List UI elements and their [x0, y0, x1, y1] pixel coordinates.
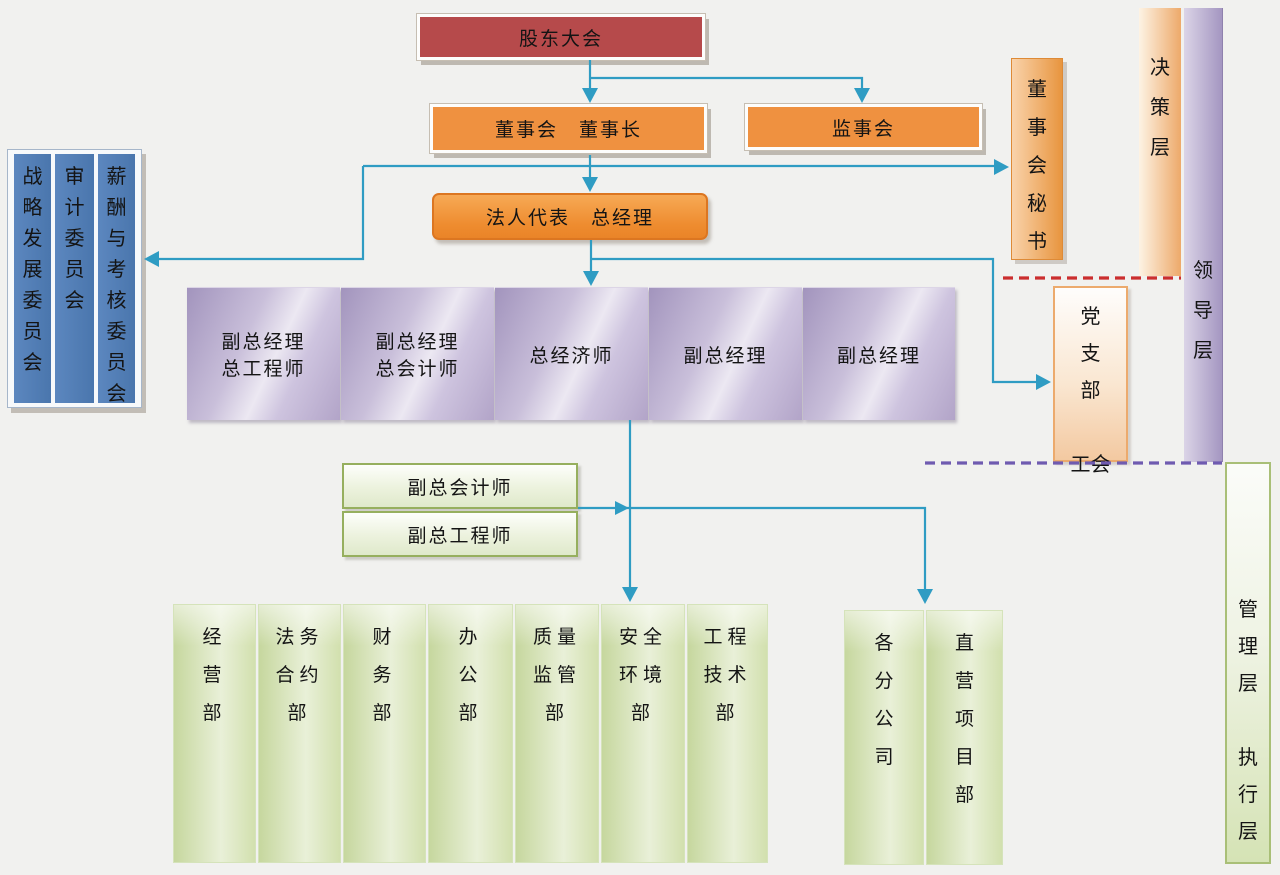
line-to-supervisory [590, 76, 864, 90]
layer-decision: 决 策 层 [1139, 8, 1181, 276]
line-deputies-to-branches [578, 506, 927, 591]
node-dept-legal-contracts: 法务 合约 部 [258, 604, 341, 863]
node-dept-engineering-technology: 工程 技术 部 [687, 604, 768, 863]
node-legal-rep-general-manager: 法人代表 总经理 [432, 193, 708, 240]
node-deputy-gm-chief-accountant: 副总经理 总会计师 [341, 287, 494, 420]
line-to-committees [157, 166, 365, 261]
arrow-down-board [582, 88, 598, 103]
arrow-down-branches [917, 589, 933, 604]
node-dept-safety-environment: 安全 环境 部 [601, 604, 685, 863]
node-shareholders-meeting: 股东大会 [416, 13, 706, 61]
node-deputy-gm-chief-engineer: 副总经理 总工程师 [187, 287, 340, 420]
node-dept-quality-supervision: 质量 监管 部 [515, 604, 599, 863]
arrow-down-executives [583, 271, 599, 286]
arrow-down-gm [582, 177, 598, 192]
arrow-right-junction [615, 501, 629, 515]
node-deputy-general-manager-1: 副总经理 [649, 287, 802, 420]
node-dept-operations: 经 营 部 [173, 604, 256, 863]
node-dept-finance: 财 务 部 [343, 604, 426, 863]
arrow-down-supervisory [854, 88, 870, 103]
node-party-branch-labor-union: 党 支 部 工会 [1053, 286, 1128, 476]
node-dept-office: 办 公 部 [428, 604, 513, 863]
arrow-down-departments [622, 587, 638, 602]
node-deputy-chief-accountant: 副总会计师 [342, 463, 578, 509]
node-deputy-chief-engineer: 副总工程师 [342, 511, 578, 557]
node-direct-project-dept: 直 营 项 目 部 [926, 610, 1003, 865]
arrow-right-party [1036, 374, 1051, 390]
node-branch-companies: 各 分 公 司 [844, 610, 924, 865]
layer-leadership: 领 导 层 [1184, 8, 1223, 462]
layer-management-execution: 管 理 层 执 行 层 [1225, 462, 1271, 864]
node-strategy-development-committee: 战 略 发 展 委 员 会 [14, 154, 51, 403]
node-board-secretary: 董 事 会 秘 书 [1011, 58, 1063, 260]
node-deputy-general-manager-2: 副总经理 [803, 287, 955, 420]
node-compensation-assessment-committee: 薪 酬 与 考 核 委 员 会 [98, 154, 135, 405]
committees-group: 战 略 发 展 委 员 会 审 计 委 员 会 薪 酬 与 考 核 委 员 会 [7, 149, 142, 408]
node-board-of-directors: 董事会 董事长 [429, 103, 708, 154]
arrow-left-committees [144, 251, 159, 267]
node-chief-economist: 总经济师 [495, 287, 648, 420]
arrow-right-secretary [994, 159, 1009, 175]
node-supervisory-board: 监事会 [744, 103, 983, 151]
node-audit-committee: 审 计 委 员 会 [55, 154, 94, 403]
